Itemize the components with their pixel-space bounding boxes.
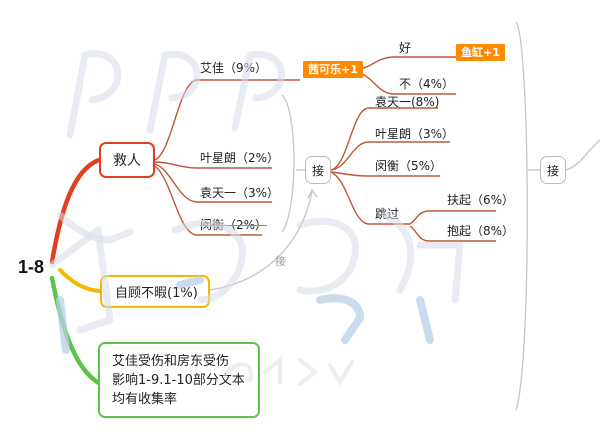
link-rescue-yuan	[154, 163, 272, 203]
join-node[interactable]: 接	[305, 156, 331, 184]
link-root-self	[58, 268, 102, 293]
link-join-ye	[330, 141, 450, 171]
link-self-join	[209, 191, 313, 291]
option-yexinglang[interactable]: 叶星朗（2%）	[200, 151, 280, 165]
after-skip[interactable]: 跳过	[375, 207, 400, 221]
after-minheng[interactable]: 闵衡（5%）	[375, 159, 443, 173]
join-bracket	[281, 94, 295, 233]
reply-good[interactable]: 好	[399, 41, 412, 55]
skip-hug[interactable]: 抱起（8%）	[447, 224, 515, 238]
link-skip-lift	[409, 210, 496, 225]
option-yuantianyi[interactable]: 袁天一（3%）	[200, 186, 280, 200]
link-rescue-aijia	[154, 79, 300, 161]
option-aijia[interactable]: 艾佳（9%）	[200, 61, 268, 75]
branch-rescue-label: 救人	[113, 153, 141, 169]
next-bracket	[515, 21, 528, 411]
branch-note-label: 艾佳受伤和房东受伤 影响1-9.1-10部分文本 均有收集率	[112, 353, 245, 407]
link-aijia-good	[354, 56, 456, 71]
link-label: 接	[275, 255, 286, 268]
branch-self[interactable]: 自顾不暇(1%)	[100, 275, 210, 308]
reply-no[interactable]: 不（4%）	[399, 77, 455, 91]
next-node-label: 接	[546, 163, 559, 178]
link-rescue-ye	[154, 161, 272, 169]
branch-rescue[interactable]: 救人	[99, 142, 155, 178]
arrow-self-join	[307, 188, 318, 199]
next-node[interactable]: 接	[540, 156, 566, 184]
join-node-label: 接	[311, 163, 324, 178]
tag-xikele: 茜可乐+1	[303, 61, 363, 78]
branch-note[interactable]: 艾佳受伤和房东受伤 影响1-9.1-10部分文本 均有收集率	[98, 342, 260, 418]
branch-self-label: 自顾不暇(1%)	[115, 286, 198, 301]
skip-lift[interactable]: 扶起（6%）	[447, 193, 515, 207]
option-minheng[interactable]: 闵衡（2%）	[200, 218, 268, 232]
tag-yugang: 鱼缸+1	[456, 44, 505, 61]
link-root-note	[49, 275, 102, 386]
root-node[interactable]: 1-8	[18, 257, 45, 277]
link-join-yuan	[330, 107, 438, 171]
link-root-rescue	[49, 157, 102, 265]
link-join-skip	[330, 171, 410, 225]
after-yexinglang[interactable]: 叶星朗（3%）	[375, 127, 455, 141]
after-yuantianyi[interactable]: 袁天一(8%)	[375, 95, 440, 109]
link-next-out	[565, 139, 600, 171]
link-join-min	[330, 171, 440, 177]
